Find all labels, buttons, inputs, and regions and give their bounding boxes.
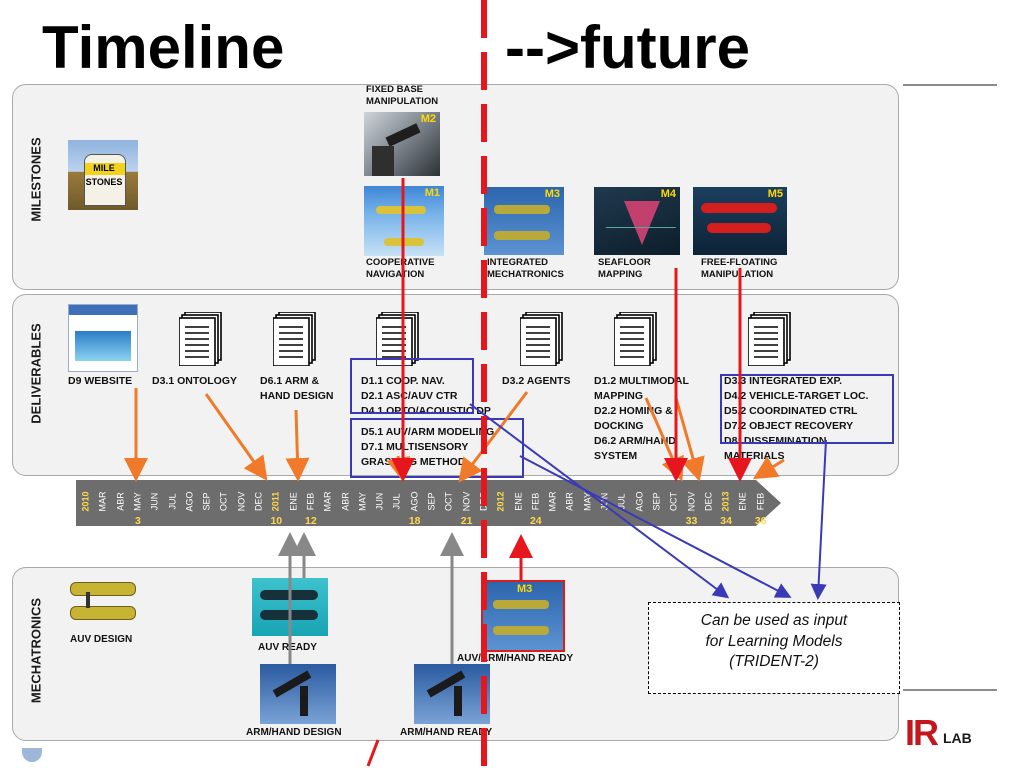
website-image-shape xyxy=(75,331,131,361)
highlight-box-object-recovery xyxy=(720,374,894,444)
arm-hand-design-caption: ARM/HAND DESIGN xyxy=(246,727,342,738)
milestone-arrows xyxy=(391,178,752,482)
deliverable-group2: D1.2 MULTIMODAL MAPPING D2.2 HOMING & DO… xyxy=(594,375,689,462)
deliverable-arrows xyxy=(124,388,785,483)
website-header-shape xyxy=(69,305,137,315)
deliverable-d9-website: D9 WEBSITE xyxy=(68,375,133,387)
milestone-sign-text-1: MILE xyxy=(93,163,115,173)
timeline-number-36: 36 xyxy=(754,515,767,527)
auv-design-hull-2 xyxy=(70,606,136,620)
arm-hand-ready-caption: ARM/HAND READY xyxy=(400,727,493,738)
milestone-sign-text-2: STONES xyxy=(85,177,123,187)
highlight-box-multisensory xyxy=(350,418,524,478)
callout-arrows xyxy=(469,403,827,600)
irlab-logo-ir: IR xyxy=(905,712,939,753)
arm-hand-ready-image xyxy=(414,664,490,724)
milestone-seafloor-caption: SEAFLOOR MAPPING xyxy=(598,257,651,280)
milestone-coop-nav-caption: COOPERATIVE NAVIGATION xyxy=(366,257,435,280)
timeline-number-18: 18 xyxy=(408,515,421,527)
red-stroke-bottom xyxy=(366,739,380,767)
milestone-integrated-image: M3 xyxy=(484,187,564,255)
milestone-sign-stone xyxy=(84,154,126,206)
auv-ready-caption: AUV READY xyxy=(258,642,317,653)
irlab-logo: IR LAB xyxy=(905,712,991,756)
timeline-number-24: 24 xyxy=(529,515,542,527)
mechatronics-up-arrows xyxy=(278,532,464,664)
milestone-fixed-base-caption: FIXED BASE MANIPULATION xyxy=(366,84,439,107)
milestone-tag-m5: M5 xyxy=(767,188,783,200)
website-thumbnail xyxy=(68,304,138,372)
milestone-tag-m1: M1 xyxy=(424,187,440,199)
milestone-free-floating-image: M5 xyxy=(693,187,787,255)
auv-shape-top xyxy=(376,206,426,214)
timeline-number-21: 21 xyxy=(460,515,473,527)
document-icon-integrated-exp xyxy=(748,312,791,366)
milestone-tag-m4: M4 xyxy=(660,188,676,200)
highlight-box-coop-nav xyxy=(350,358,474,414)
auv-design-frame xyxy=(86,592,90,608)
arm-design-shape-2 xyxy=(300,686,308,716)
auv-shape-1 xyxy=(494,205,550,214)
milestone-integrated-caption: INTEGRATED MECHATRONICS xyxy=(487,257,564,280)
timeline-number-34: 34 xyxy=(720,515,732,527)
deliverable-d32-agents: D3.2 AGENTS xyxy=(502,375,571,387)
milestone-sign-image: MILE STONES xyxy=(68,140,138,210)
auv-arm-hull-2 xyxy=(493,626,549,635)
document-icon-ontology xyxy=(179,312,222,366)
divider-line-top xyxy=(903,84,997,86)
irlab-logo-lab: LAB xyxy=(943,730,972,746)
arm-ready-shape-2 xyxy=(454,686,462,716)
auv-design-image xyxy=(66,576,138,626)
auv-shape-2 xyxy=(494,231,550,240)
timeline-number-33: 33 xyxy=(685,515,698,527)
milestone-sign-band xyxy=(85,163,125,175)
milestone-fixed-base-image: M2 xyxy=(364,112,440,176)
timeline-number-12: 12 xyxy=(305,515,317,527)
document-icon-agents xyxy=(520,312,563,366)
auv-design-caption: AUV DESIGN xyxy=(70,634,133,645)
document-icon-arm-hand-design xyxy=(273,312,316,366)
auv-arm-hull-1 xyxy=(493,600,549,609)
corner-emblem xyxy=(22,748,42,762)
seafloor-beam-shape xyxy=(624,201,660,245)
document-icon-multimodal xyxy=(614,312,657,366)
timeline-number-10: 10 xyxy=(270,515,283,527)
deliverable-group1b: D5.1 AUV/ARM MODELING D7.1 MULTISENSORY … xyxy=(361,426,495,468)
title-future: -->future xyxy=(505,14,750,81)
title-timeline: Timeline xyxy=(42,14,285,81)
vehicle-shape-1 xyxy=(701,203,777,213)
deliverable-d31-ontology: D3.1 ONTOLOGY xyxy=(152,375,237,387)
milestone-tag-m3: M3 xyxy=(544,188,560,200)
divider-line-bottom xyxy=(903,689,997,691)
arm-hand-design-image xyxy=(260,664,336,724)
timeline-number-3: 3 xyxy=(134,515,141,527)
robot-base-shape xyxy=(372,146,394,176)
learning-models-callout: Can be used as input for Learning Models… xyxy=(648,602,900,694)
mechatronics-tag-m3: M3 xyxy=(517,583,533,595)
auv-arm-hand-ready-image: M3 xyxy=(481,580,565,652)
deliverable-d61-arm-hand: D6.1 ARM & HAND DESIGN xyxy=(260,375,334,402)
vehicle-shape-2 xyxy=(707,223,771,233)
milestone-free-floating-caption: FREE-FLOATING MANIPULATION xyxy=(701,257,778,280)
milestone-tag-m2: M2 xyxy=(420,113,436,125)
timeline-bar xyxy=(76,480,781,526)
milestone-seafloor-image: M4 xyxy=(594,187,680,255)
auv-arm-hand-ready-caption: AUV/ARM/HAND READY xyxy=(457,653,574,664)
